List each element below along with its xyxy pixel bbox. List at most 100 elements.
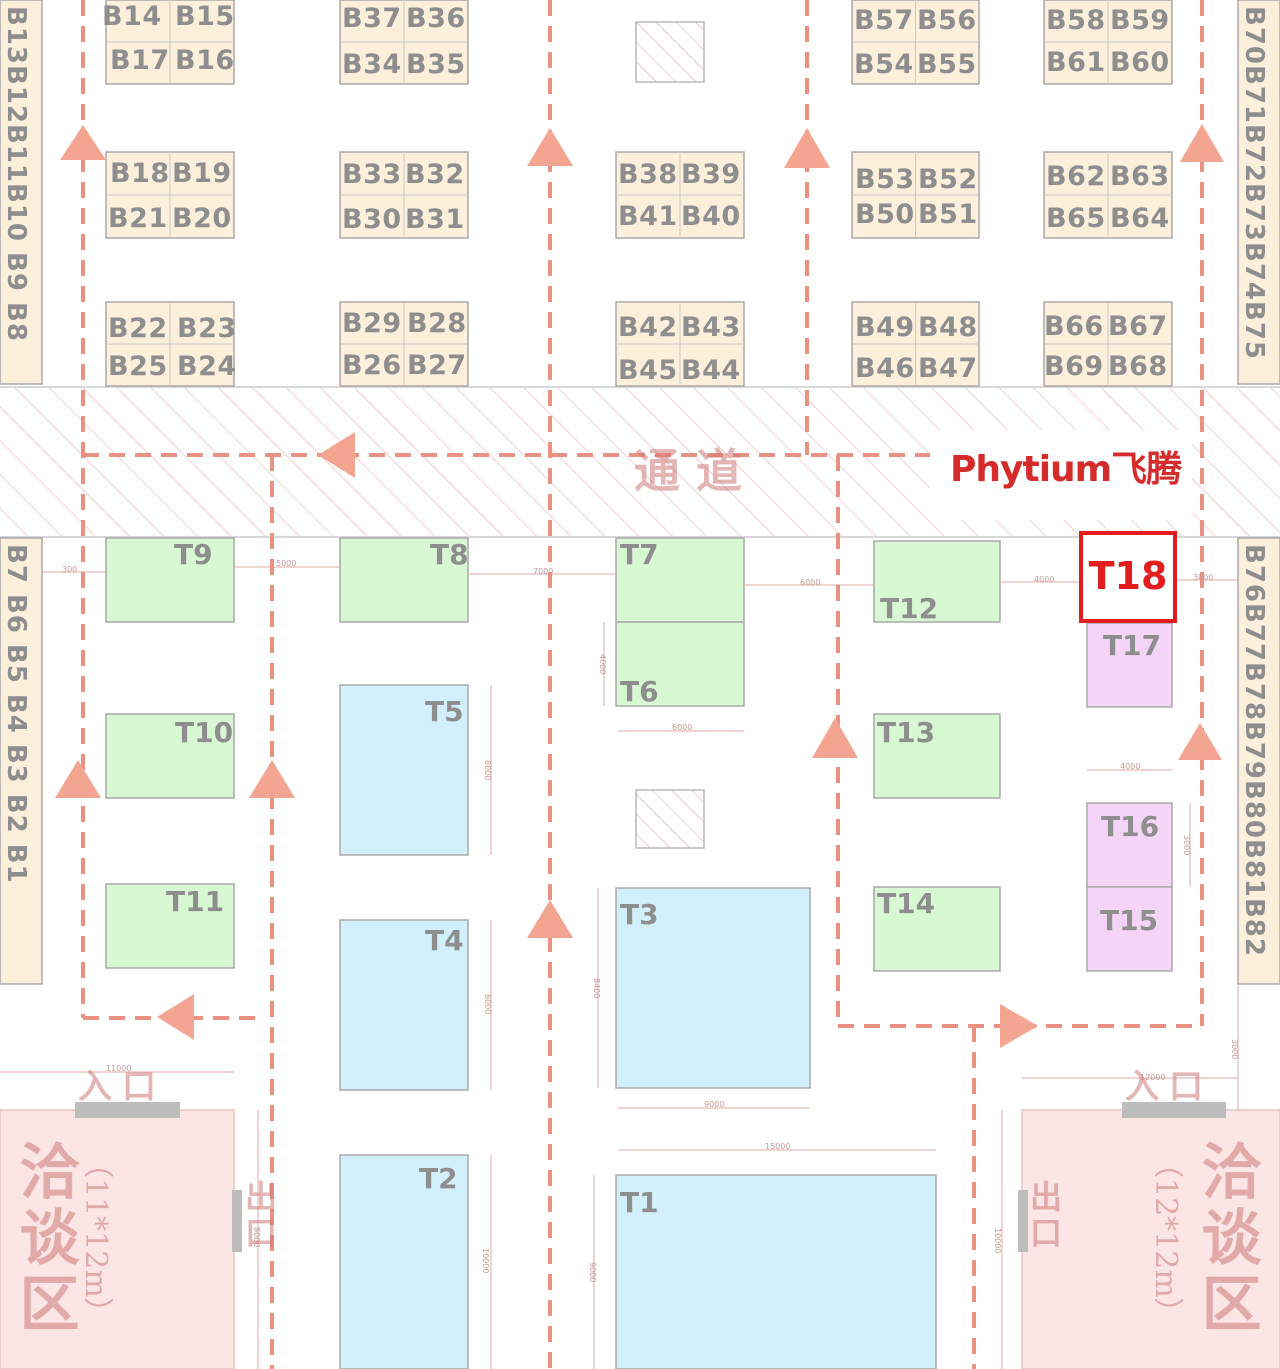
booth-t10[interactable] <box>105 713 235 799</box>
booth-t2[interactable] <box>339 1154 469 1369</box>
dimension-label: 10000 <box>481 1248 490 1274</box>
booth-label-b41: B41 <box>618 201 678 232</box>
booth-label-b46: B46 <box>855 353 915 384</box>
booth-label-b19: B19 <box>172 158 232 189</box>
booth-label-b63: B63 <box>1110 161 1170 192</box>
booth-t7[interactable] <box>615 537 745 623</box>
booth-label-t1: T1 <box>620 1186 659 1219</box>
dimension-label: 3000 <box>1193 573 1214 582</box>
phytium-logo: Phytium飞腾 <box>950 449 1182 490</box>
dimension-label: 8000 <box>483 994 492 1015</box>
booth-label-b37: B37 <box>342 3 402 34</box>
booth-label-b54: B54 <box>854 49 914 80</box>
negotiation-zone-left-size: （11*12m） <box>78 1148 113 1328</box>
booth-label-b28: B28 <box>407 308 467 339</box>
booth-label-b56: B56 <box>917 5 977 36</box>
booth-label-b68: B68 <box>1108 351 1168 382</box>
booth-label-b45: B45 <box>618 355 678 386</box>
booth-t16[interactable] <box>1086 802 1173 888</box>
entrance-bar-left <box>75 1102 180 1118</box>
negotiation-zone-right-size: （12*12m） <box>1148 1148 1183 1328</box>
booth-label-b55: B55 <box>917 49 977 80</box>
booth-label-b42: B42 <box>618 312 678 343</box>
booth-label-b14: B14 <box>102 1 162 32</box>
booth-label-b24: B24 <box>177 351 237 382</box>
dimension-label: 8000 <box>252 1227 261 1248</box>
dimension-label: 4000 <box>1120 762 1141 771</box>
booth-label-t16: T16 <box>1101 810 1160 843</box>
dimension-label: 4000 <box>598 654 607 675</box>
dimension-label: 10000 <box>993 1228 1002 1254</box>
booth-label-b36: B36 <box>406 3 466 34</box>
booth-label-t8: T8 <box>430 538 469 571</box>
dimension-label: 6000 <box>672 723 693 732</box>
booth-label-b66: B66 <box>1044 311 1104 342</box>
booth-t9[interactable] <box>105 537 235 623</box>
booth-column[interactable] <box>1237 0 1280 385</box>
booth-label-b39: B39 <box>681 159 741 190</box>
dimension-label: 3000 <box>1182 835 1191 856</box>
exit-bar-right <box>1018 1190 1028 1252</box>
booth-label-b60: B60 <box>1110 47 1170 78</box>
booth-label-b52: B52 <box>918 164 978 195</box>
booth-label-t9: T9 <box>174 538 213 571</box>
booth-label-b49: B49 <box>855 312 915 343</box>
booth-label-b25: B25 <box>108 351 168 382</box>
booth-label-b22: B22 <box>108 313 168 344</box>
booth-label-b62: B62 <box>1046 161 1106 192</box>
booth-label-b64: B64 <box>1110 203 1170 234</box>
corridor-label: 通 道 <box>634 444 743 498</box>
booth-label-b53: B53 <box>855 164 915 195</box>
booth-t15[interactable] <box>1086 886 1173 972</box>
booth-t12[interactable] <box>873 540 1001 623</box>
booth-t14[interactable] <box>873 886 1001 972</box>
booth-t4[interactable] <box>339 919 469 1091</box>
booth-t8[interactable] <box>339 537 469 623</box>
booth-column-label: B76B77B78B79B80B81B82 <box>1239 544 1269 957</box>
booth-label-b38: B38 <box>618 159 678 190</box>
booth-label-b15: B15 <box>175 1 235 32</box>
booth-label-b67: B67 <box>1108 311 1168 342</box>
booth-t5[interactable] <box>339 684 469 856</box>
booth-t1[interactable] <box>615 1174 937 1369</box>
highlight-booth-label: T18 <box>1088 554 1168 598</box>
booth-label-t11: T11 <box>166 885 225 918</box>
highlight-booth-box[interactable] <box>1079 531 1177 623</box>
booth-label-t3: T3 <box>620 898 659 931</box>
booth-label-t7: T7 <box>620 538 659 571</box>
booth-label-t14: T14 <box>877 887 936 920</box>
dimension-label: 9000 <box>588 1262 597 1283</box>
booth-column-label: B70B71B72B73B74B75 <box>1239 6 1269 360</box>
booth-t3[interactable] <box>615 887 811 1089</box>
dimension-label: 9000 <box>704 1100 725 1109</box>
dimension-label: 6000 <box>800 578 821 587</box>
booth-t17[interactable] <box>1086 622 1173 708</box>
booth-label-b48: B48 <box>918 312 978 343</box>
booth-label-b57: B57 <box>854 5 914 36</box>
negotiation-zone-left <box>0 1109 235 1369</box>
booth-column[interactable] <box>0 537 43 985</box>
booth-column[interactable] <box>1237 537 1280 985</box>
booth-label-b32: B32 <box>405 159 465 190</box>
booth-label-b23: B23 <box>177 313 237 344</box>
booth-column[interactable] <box>0 0 43 385</box>
dimension-label: 3000 <box>1230 1039 1239 1060</box>
booth-t13[interactable] <box>873 713 1001 799</box>
booth-t11[interactable] <box>105 883 235 969</box>
dimension-label: 15000 <box>765 1142 791 1151</box>
booth-t6[interactable] <box>615 621 745 707</box>
booth-label-b58: B58 <box>1046 5 1106 36</box>
booth-label-t10: T10 <box>175 716 234 749</box>
dimension-label: 11000 <box>106 1064 132 1073</box>
negotiation-zone-left-title: 洽谈区 <box>9 1140 79 1338</box>
dimension-label: 7000 <box>533 567 554 576</box>
booth-label-b50: B50 <box>855 199 915 230</box>
booth-label-b26: B26 <box>342 350 402 381</box>
booth-label-b61: B61 <box>1046 47 1106 78</box>
booth-label-b40: B40 <box>681 201 741 232</box>
dimension-label: 8400 <box>592 978 601 999</box>
booth-label-t5: T5 <box>425 695 464 728</box>
booth-label-b59: B59 <box>1110 5 1170 36</box>
dimension-label: 8000 <box>483 760 492 781</box>
